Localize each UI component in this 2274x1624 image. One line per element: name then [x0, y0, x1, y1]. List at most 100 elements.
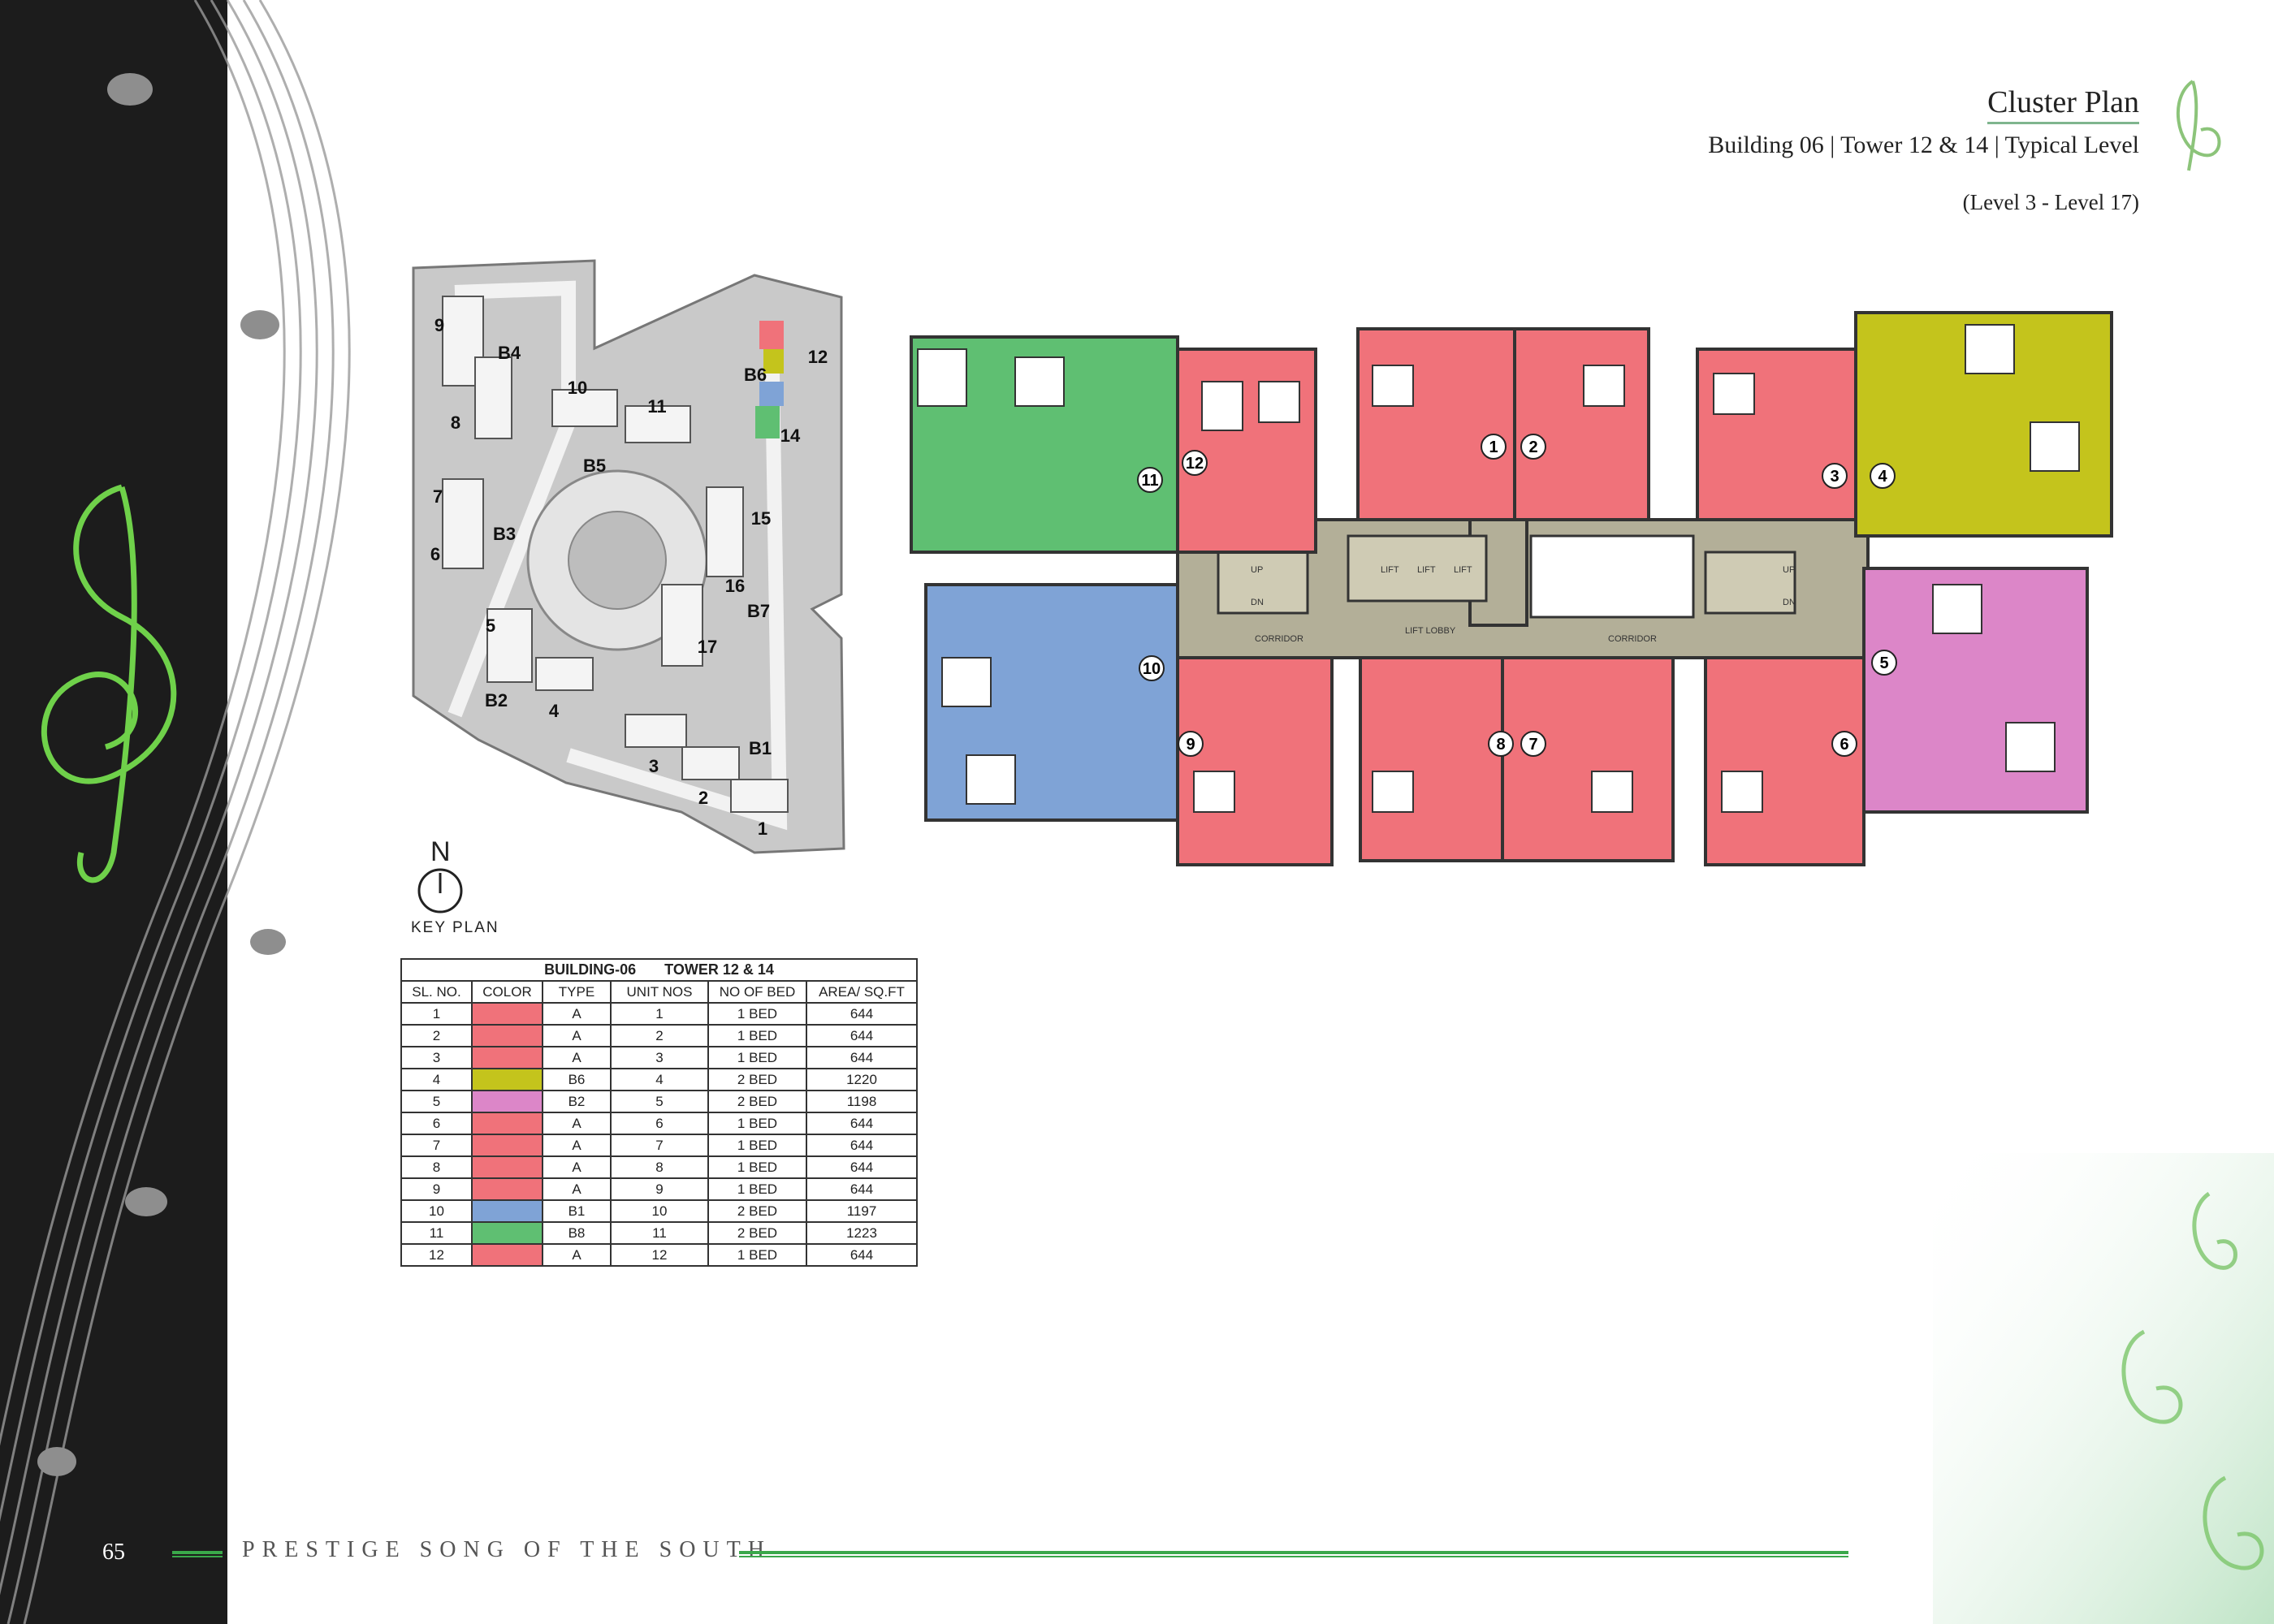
footer-rule-left [172, 1551, 223, 1557]
corridor-label: CORRIDOR [1608, 634, 1657, 644]
unit-number: 7 [1528, 736, 1537, 754]
key-plan-building-label: 11 [647, 396, 666, 417]
corner-gradient [1933, 1153, 2274, 1624]
stair-up-label: UP [1251, 565, 1263, 575]
key-plan-building-label: 10 [568, 378, 587, 398]
corridor-label: CORRIDOR [1255, 634, 1303, 644]
cell-no-of-bed: 1 BED [707, 1177, 807, 1201]
key-plan-building-label: 4 [549, 701, 560, 721]
cell-unit-no: 4 [610, 1068, 709, 1091]
key-plan-building-label: 1 [758, 818, 767, 839]
furniture [917, 324, 2080, 813]
cell-sl-no: 7 [400, 1134, 473, 1157]
cell-area: 644 [806, 1155, 918, 1179]
cell-type: B6 [542, 1068, 612, 1091]
cell-area: 644 [806, 1177, 918, 1201]
lift-label: LIFT [1417, 565, 1436, 575]
cell-color [471, 1221, 543, 1245]
cell-sl-no: 12 [400, 1243, 473, 1267]
cell-color [471, 1046, 543, 1069]
cell-sl-no: 2 [400, 1024, 473, 1047]
cell-no-of-bed: 1 BED [707, 1155, 807, 1179]
key-plan-building-label: 16 [725, 576, 745, 596]
cell-type: A [542, 1002, 612, 1026]
unit-number: 2 [1528, 438, 1537, 456]
unit-number: 8 [1496, 736, 1505, 754]
cell-area: 644 [806, 1112, 918, 1135]
cell-unit-no: 10 [610, 1199, 709, 1223]
cell-unit-no: 7 [610, 1134, 709, 1157]
cell-unit-no: 1 [610, 1002, 709, 1026]
cell-type: A [542, 1112, 612, 1135]
cell-sl-no: 9 [400, 1177, 473, 1201]
floor-plan: LIFT LIFT LIFT LIFT LOBBY CORRIDOR CORRI… [910, 311, 2113, 866]
corner-clefs [2121, 1191, 2264, 1570]
caption-tower: TOWER 12 & 14 [664, 961, 774, 978]
key-plan-building-label: B2 [485, 690, 508, 710]
tower-12-14-highlight [755, 321, 784, 438]
key-plan-building-label: B5 [583, 456, 606, 476]
col-header-no-of-bed: NO OF BED [707, 980, 807, 1004]
cell-no-of-bed: 1 BED [707, 1024, 807, 1047]
footer-brand: PRESTIGE SONG OF THE SOUTH [242, 1537, 772, 1562]
cell-no-of-bed: 1 BED [707, 1243, 807, 1267]
key-plan-building-label: 12 [808, 347, 828, 367]
cell-sl-no: 3 [400, 1046, 473, 1069]
unit-number-marker: 3 [1822, 463, 1848, 489]
cell-color [471, 1068, 543, 1091]
cell-area: 644 [806, 1046, 918, 1069]
caption-building: BUILDING-06 [544, 961, 637, 978]
key-plan-building-label: 3 [649, 756, 659, 776]
cell-no-of-bed: 1 BED [707, 1134, 807, 1157]
footer-rule-right [739, 1551, 1848, 1557]
cell-color [471, 1112, 543, 1135]
key-plan-building-label: 8 [451, 412, 460, 433]
cell-sl-no: 8 [400, 1155, 473, 1179]
table-caption: BUILDING-06 TOWER 12 & 14 [400, 958, 918, 982]
music-staff-decoration [0, 0, 351, 1624]
unit-number: 11 [1141, 472, 1158, 490]
cell-area: 1220 [806, 1068, 918, 1091]
unit-number-marker: 1 [1481, 434, 1507, 460]
cell-sl-no: 6 [400, 1112, 473, 1135]
left-decorative-sidebar [0, 0, 227, 1624]
key-plan-building-label: B7 [747, 601, 770, 621]
unit-number: 10 [1143, 660, 1161, 678]
col-header-type: TYPE [542, 980, 612, 1004]
unit-number-marker: 8 [1488, 731, 1514, 757]
col-header-area: AREA/ SQ.FT [806, 980, 918, 1004]
key-plan-building-label: 2 [698, 788, 708, 808]
cell-type: A [542, 1134, 612, 1157]
unit-number-marker: 5 [1871, 650, 1897, 676]
unit-number: 12 [1186, 455, 1204, 473]
unit-number-marker: 12 [1182, 450, 1208, 476]
cell-unit-no: 9 [610, 1177, 709, 1201]
page-subtitle: Building 06 | Tower 12 & 14 | Typical Le… [1708, 132, 2139, 158]
key-plan-building-label: 5 [486, 615, 495, 636]
north-label: N [430, 836, 451, 867]
cell-sl-no: 5 [400, 1090, 473, 1113]
cell-type: A [542, 1155, 612, 1179]
level-range: (Level 3 - Level 17) [1962, 190, 2139, 214]
small-clef-icon [2176, 80, 2221, 171]
unit-number: 5 [1879, 654, 1888, 672]
cell-no-of-bed: 2 BED [707, 1221, 807, 1245]
key-plan-label: KEY PLAN [411, 919, 499, 936]
lift-lobby-label: LIFT LOBBY [1405, 626, 1456, 636]
cell-color [471, 1090, 543, 1113]
cell-unit-no: 3 [610, 1046, 709, 1069]
cell-color [471, 1177, 543, 1201]
treble-clef-icon [41, 484, 177, 883]
cell-no-of-bed: 2 BED [707, 1199, 807, 1223]
cell-unit-no: 5 [610, 1090, 709, 1113]
cell-type: B8 [542, 1221, 612, 1245]
cell-area: 644 [806, 1134, 918, 1157]
col-header-unit-nos: UNIT NOS [610, 980, 709, 1004]
